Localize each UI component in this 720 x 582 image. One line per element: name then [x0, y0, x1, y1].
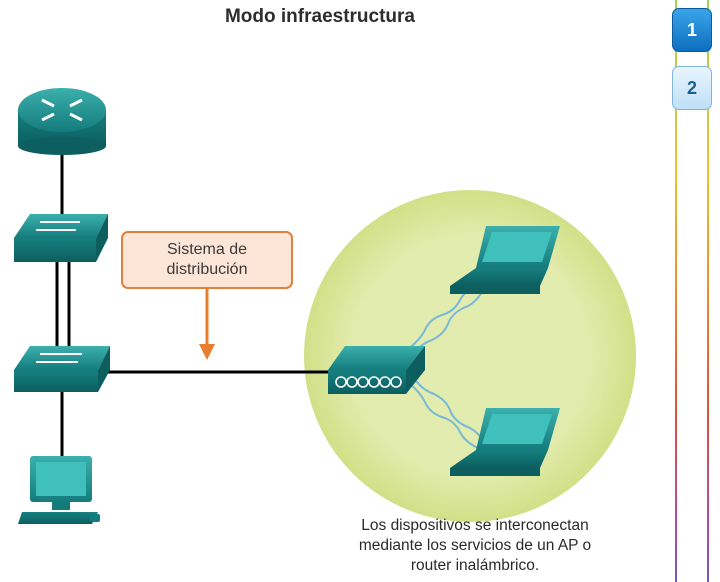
switch-icon: [14, 346, 110, 392]
distribution-label-line-2: distribución: [166, 261, 248, 278]
desktop-pc-icon: [18, 456, 100, 524]
distribution-label-line-1: Sistema de: [166, 241, 248, 258]
router-icon: [18, 88, 106, 155]
caption-line-3: router inalámbrico.: [410, 557, 540, 574]
pointer-arrow: [199, 289, 215, 360]
laptop-icon: [450, 408, 560, 476]
laptop-icon: [450, 226, 560, 294]
caption-line-1: Los dispositivos se interconectan: [361, 517, 589, 534]
wireless-signal-top: [404, 285, 483, 357]
distribution-system-label: Sistema de distribución: [121, 231, 293, 289]
wireless-caption: Los dispositivos se interconectan median…: [330, 516, 620, 576]
diagram-title: Modo infraestructura: [224, 6, 416, 27]
step-1-button[interactable]: 1: [672, 8, 712, 52]
wireless-coverage-area: [304, 190, 636, 522]
access-point-icon: [328, 346, 425, 394]
wireless-signal-bottom: [407, 377, 485, 449]
switch-icon: [14, 214, 108, 262]
wired-links: [55, 145, 335, 460]
caption-line-2: mediante los servicios de un AP o: [358, 537, 592, 554]
step-2-button[interactable]: 2: [672, 66, 712, 110]
step-navigation: 1 2: [670, 0, 714, 582]
